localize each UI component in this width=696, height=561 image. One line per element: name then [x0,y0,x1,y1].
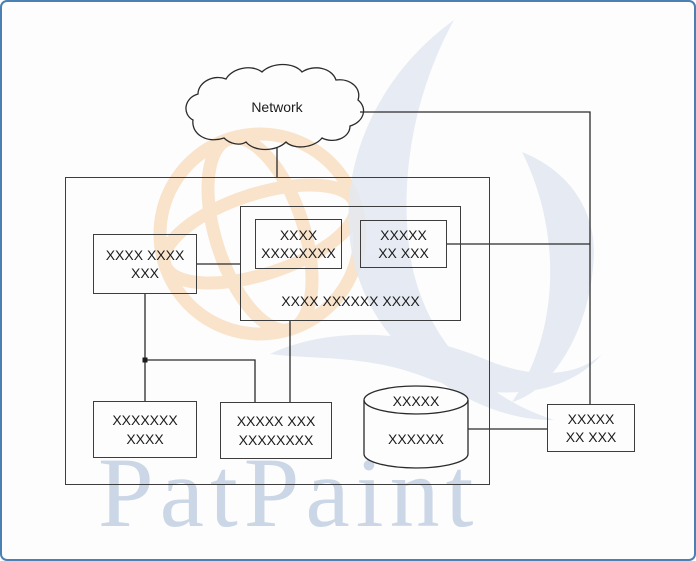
left-component-label-line1: XXXX XXXX [105,246,185,263]
module-a-label-line1: XXXX [279,226,318,243]
bottom-left-label-line2: XXXX [126,430,164,447]
module-a-label-line2: XXXXXXXX [261,245,336,261]
connector-lines [144,111,591,430]
junction-dot [142,357,148,363]
bottom-left-component-box: XXXXXXX XXXX [93,401,197,458]
bottom-middle-component-box: XXXXX XXX XXXXXXXX [220,402,332,459]
database-cylinder [363,385,469,469]
system-boundary-box [65,177,490,485]
watermark-text: PatPaint [98,437,479,548]
bottom-middle-label-line2: XXXXXXXX [238,431,314,448]
left-component-box: XXXX XXXX XXX [93,234,197,294]
bottom-middle-label-line1: XXXXX XXX [236,413,316,430]
module-b-box: XXXXX XX XXX [360,220,447,268]
network-cloud [185,63,365,151]
left-component-label-line2: XXX [130,265,159,281]
module-group-box [240,206,461,321]
module-b-label-line1: XXXXX [380,226,427,243]
right-component-label-line2: XX XXX [565,429,617,445]
module-a-box: XXXX XXXXXXXX [255,219,342,269]
right-component-label-line1: XXXXX [567,410,615,427]
module-b-label-line2: XX XXX [378,245,429,261]
module-group-caption: XXXX XXXXXX XXXX [281,293,420,309]
database-label-line1: XXXXX [392,393,440,409]
bottom-left-label-line1: XXXXXXX [112,412,178,429]
database-label-line2: XXXXXX [387,431,445,447]
network-label: Network [251,99,303,115]
right-component-box: XXXXX XX XXX [547,404,635,452]
